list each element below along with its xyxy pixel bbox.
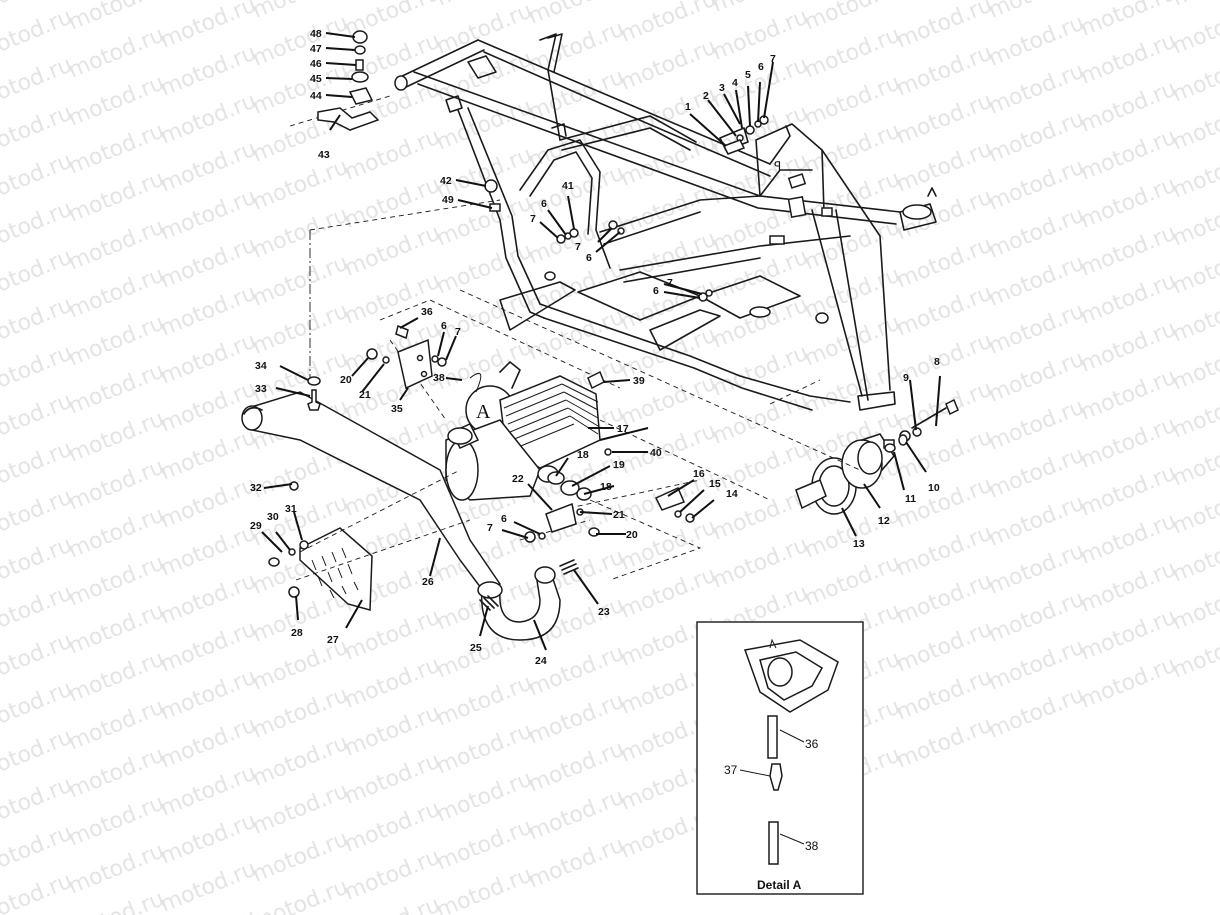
callout-46: 46	[310, 58, 322, 70]
detail-a-callout-37: 37	[724, 763, 738, 777]
callout-labels: 48 47 46 45 44 43 1 2 3 4 5 6 7 42 49 41…	[250, 28, 940, 892]
callout-6d: 6	[653, 285, 659, 297]
callout-14: 14	[726, 488, 738, 500]
callout-36: 36	[421, 306, 433, 318]
callout-30: 30	[267, 511, 279, 523]
callout-21a: 21	[359, 389, 371, 401]
leader-lines	[261, 32, 941, 845]
callout-6b: 6	[541, 198, 547, 210]
callout-20b: 20	[626, 529, 638, 541]
callout-6: 6	[758, 61, 764, 73]
callout-10: 10	[928, 482, 940, 494]
callout-9: 9	[903, 372, 909, 384]
exhaust-system	[241, 391, 579, 641]
callout-12: 12	[878, 515, 890, 527]
callout-27: 27	[327, 634, 339, 646]
frame: ꟼ	[394, 33, 937, 411]
callout-39: 39	[633, 375, 645, 387]
engine-assembly: A	[445, 361, 601, 501]
callout-22: 22	[512, 473, 524, 485]
callout-24: 24	[535, 655, 547, 667]
callout-4: 4	[732, 77, 738, 89]
callout-43: 43	[318, 149, 330, 161]
detail-a-callout-36: 36	[805, 737, 819, 751]
callout-49: 49	[442, 194, 454, 206]
callout-47: 47	[310, 43, 322, 55]
callout-15: 15	[709, 478, 721, 490]
callout-28: 28	[291, 627, 303, 639]
callout-48: 48	[310, 28, 322, 40]
callout-7e: 7	[455, 326, 461, 338]
detail-a-inset	[696, 621, 864, 895]
callout-7c: 7	[575, 241, 581, 253]
callout-26: 26	[422, 576, 434, 588]
callout-32: 32	[250, 482, 262, 494]
callout-20a: 20	[340, 374, 352, 386]
callout-31: 31	[285, 503, 297, 515]
callout-8: 8	[934, 356, 940, 368]
callout-42: 42	[440, 175, 452, 187]
callout-19: 19	[613, 459, 625, 471]
detail-a-marker: A	[476, 401, 491, 423]
callout-6e: 6	[441, 320, 447, 332]
callout-6f: 6	[501, 513, 507, 525]
callout-38: 38	[433, 372, 445, 384]
callout-7: 7	[770, 53, 776, 65]
callout-5: 5	[745, 69, 751, 81]
callout-25: 25	[470, 642, 482, 654]
hardware	[268, 30, 922, 598]
callout-21b: 21	[613, 509, 625, 521]
callout-7f: 7	[487, 522, 493, 534]
callout-41: 41	[562, 180, 574, 192]
callout-6c: 6	[586, 252, 592, 264]
callout-18b: 18	[600, 481, 612, 493]
drive-clutch-assembly	[795, 398, 959, 515]
callout-23: 23	[598, 606, 610, 618]
callout-29: 29	[250, 520, 262, 532]
callout-7d: 7	[667, 277, 673, 289]
detail-a-title: Detail A	[757, 878, 802, 892]
callout-2: 2	[703, 90, 709, 102]
callout-44: 44	[310, 90, 322, 102]
callout-18a: 18	[577, 449, 589, 461]
callout-11: 11	[905, 493, 916, 505]
callout-34: 34	[255, 360, 267, 372]
callout-1: 1	[685, 101, 691, 113]
callout-45: 45	[310, 73, 322, 85]
svg-text:ꟼ: ꟼ	[774, 159, 781, 173]
callout-35: 35	[391, 403, 403, 415]
callout-7b: 7	[530, 213, 536, 225]
callout-16: 16	[693, 468, 705, 480]
callout-3: 3	[719, 82, 725, 94]
callout-13: 13	[853, 538, 865, 550]
detail-a-callout-38: 38	[805, 839, 819, 853]
callout-33: 33	[255, 383, 267, 395]
callout-17: 17	[617, 423, 629, 435]
callout-40: 40	[650, 447, 662, 459]
